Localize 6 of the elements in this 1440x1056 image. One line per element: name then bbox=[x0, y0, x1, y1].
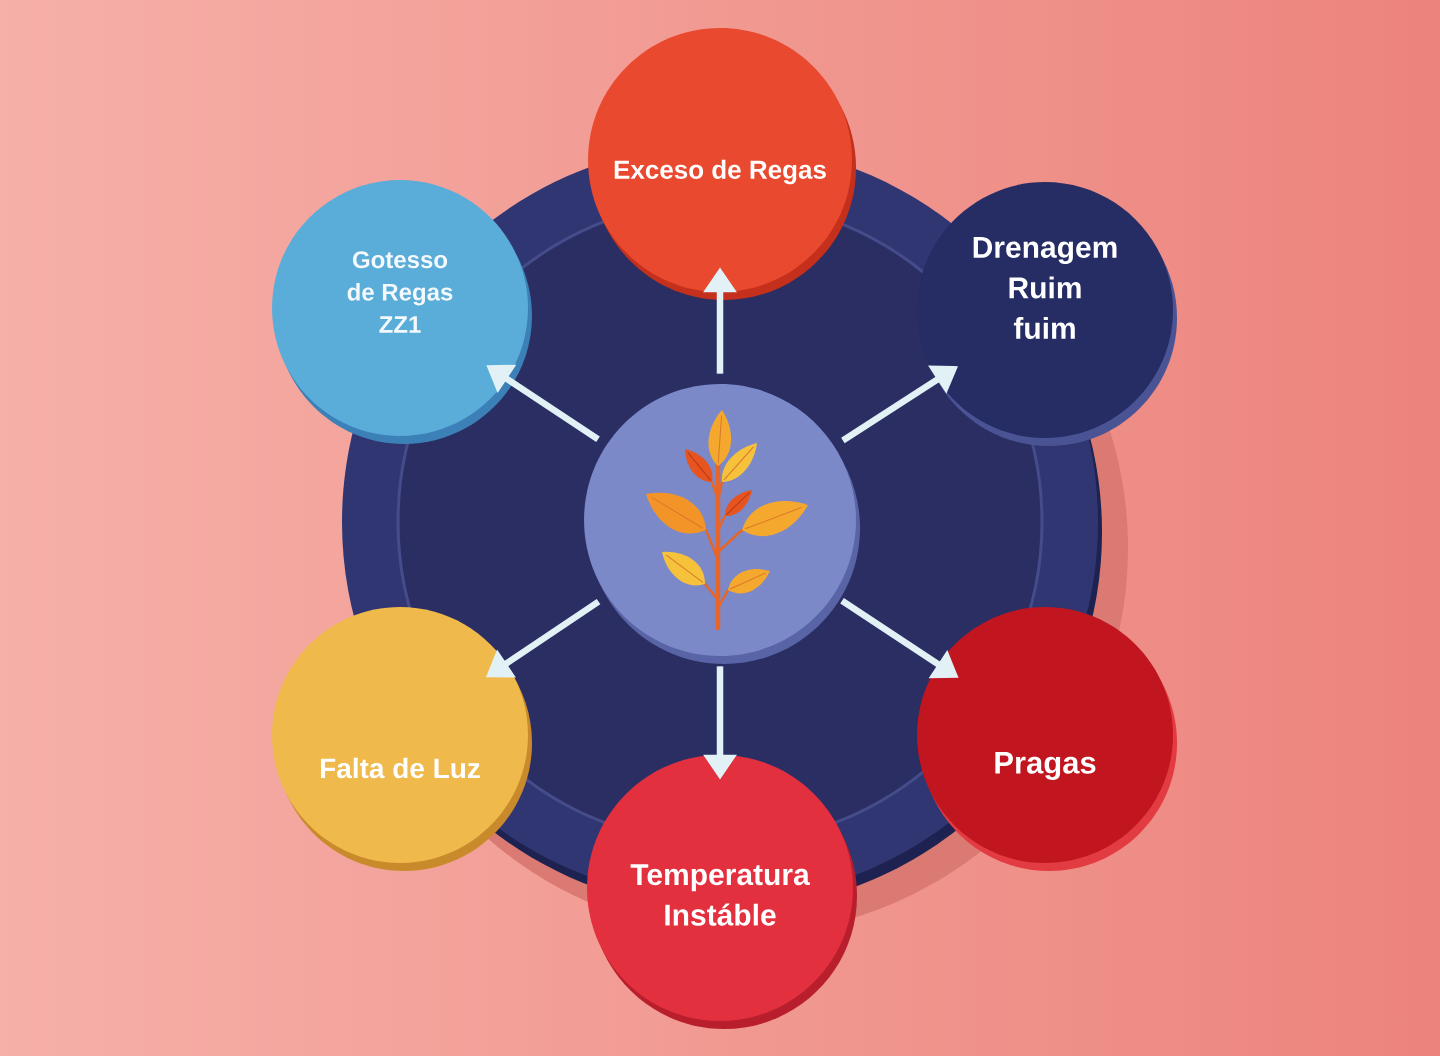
circle-node: Gotesso de Regas ZZ1 bbox=[272, 180, 532, 444]
circle-node: Temperatura Instáble bbox=[587, 755, 857, 1029]
circle-node: Exceso de Regas bbox=[588, 28, 856, 300]
circle-node: Drenagem Ruim fuim bbox=[917, 182, 1177, 446]
circle-node: Pragas bbox=[917, 607, 1177, 871]
circle-node: Falta de Luz bbox=[272, 607, 532, 871]
